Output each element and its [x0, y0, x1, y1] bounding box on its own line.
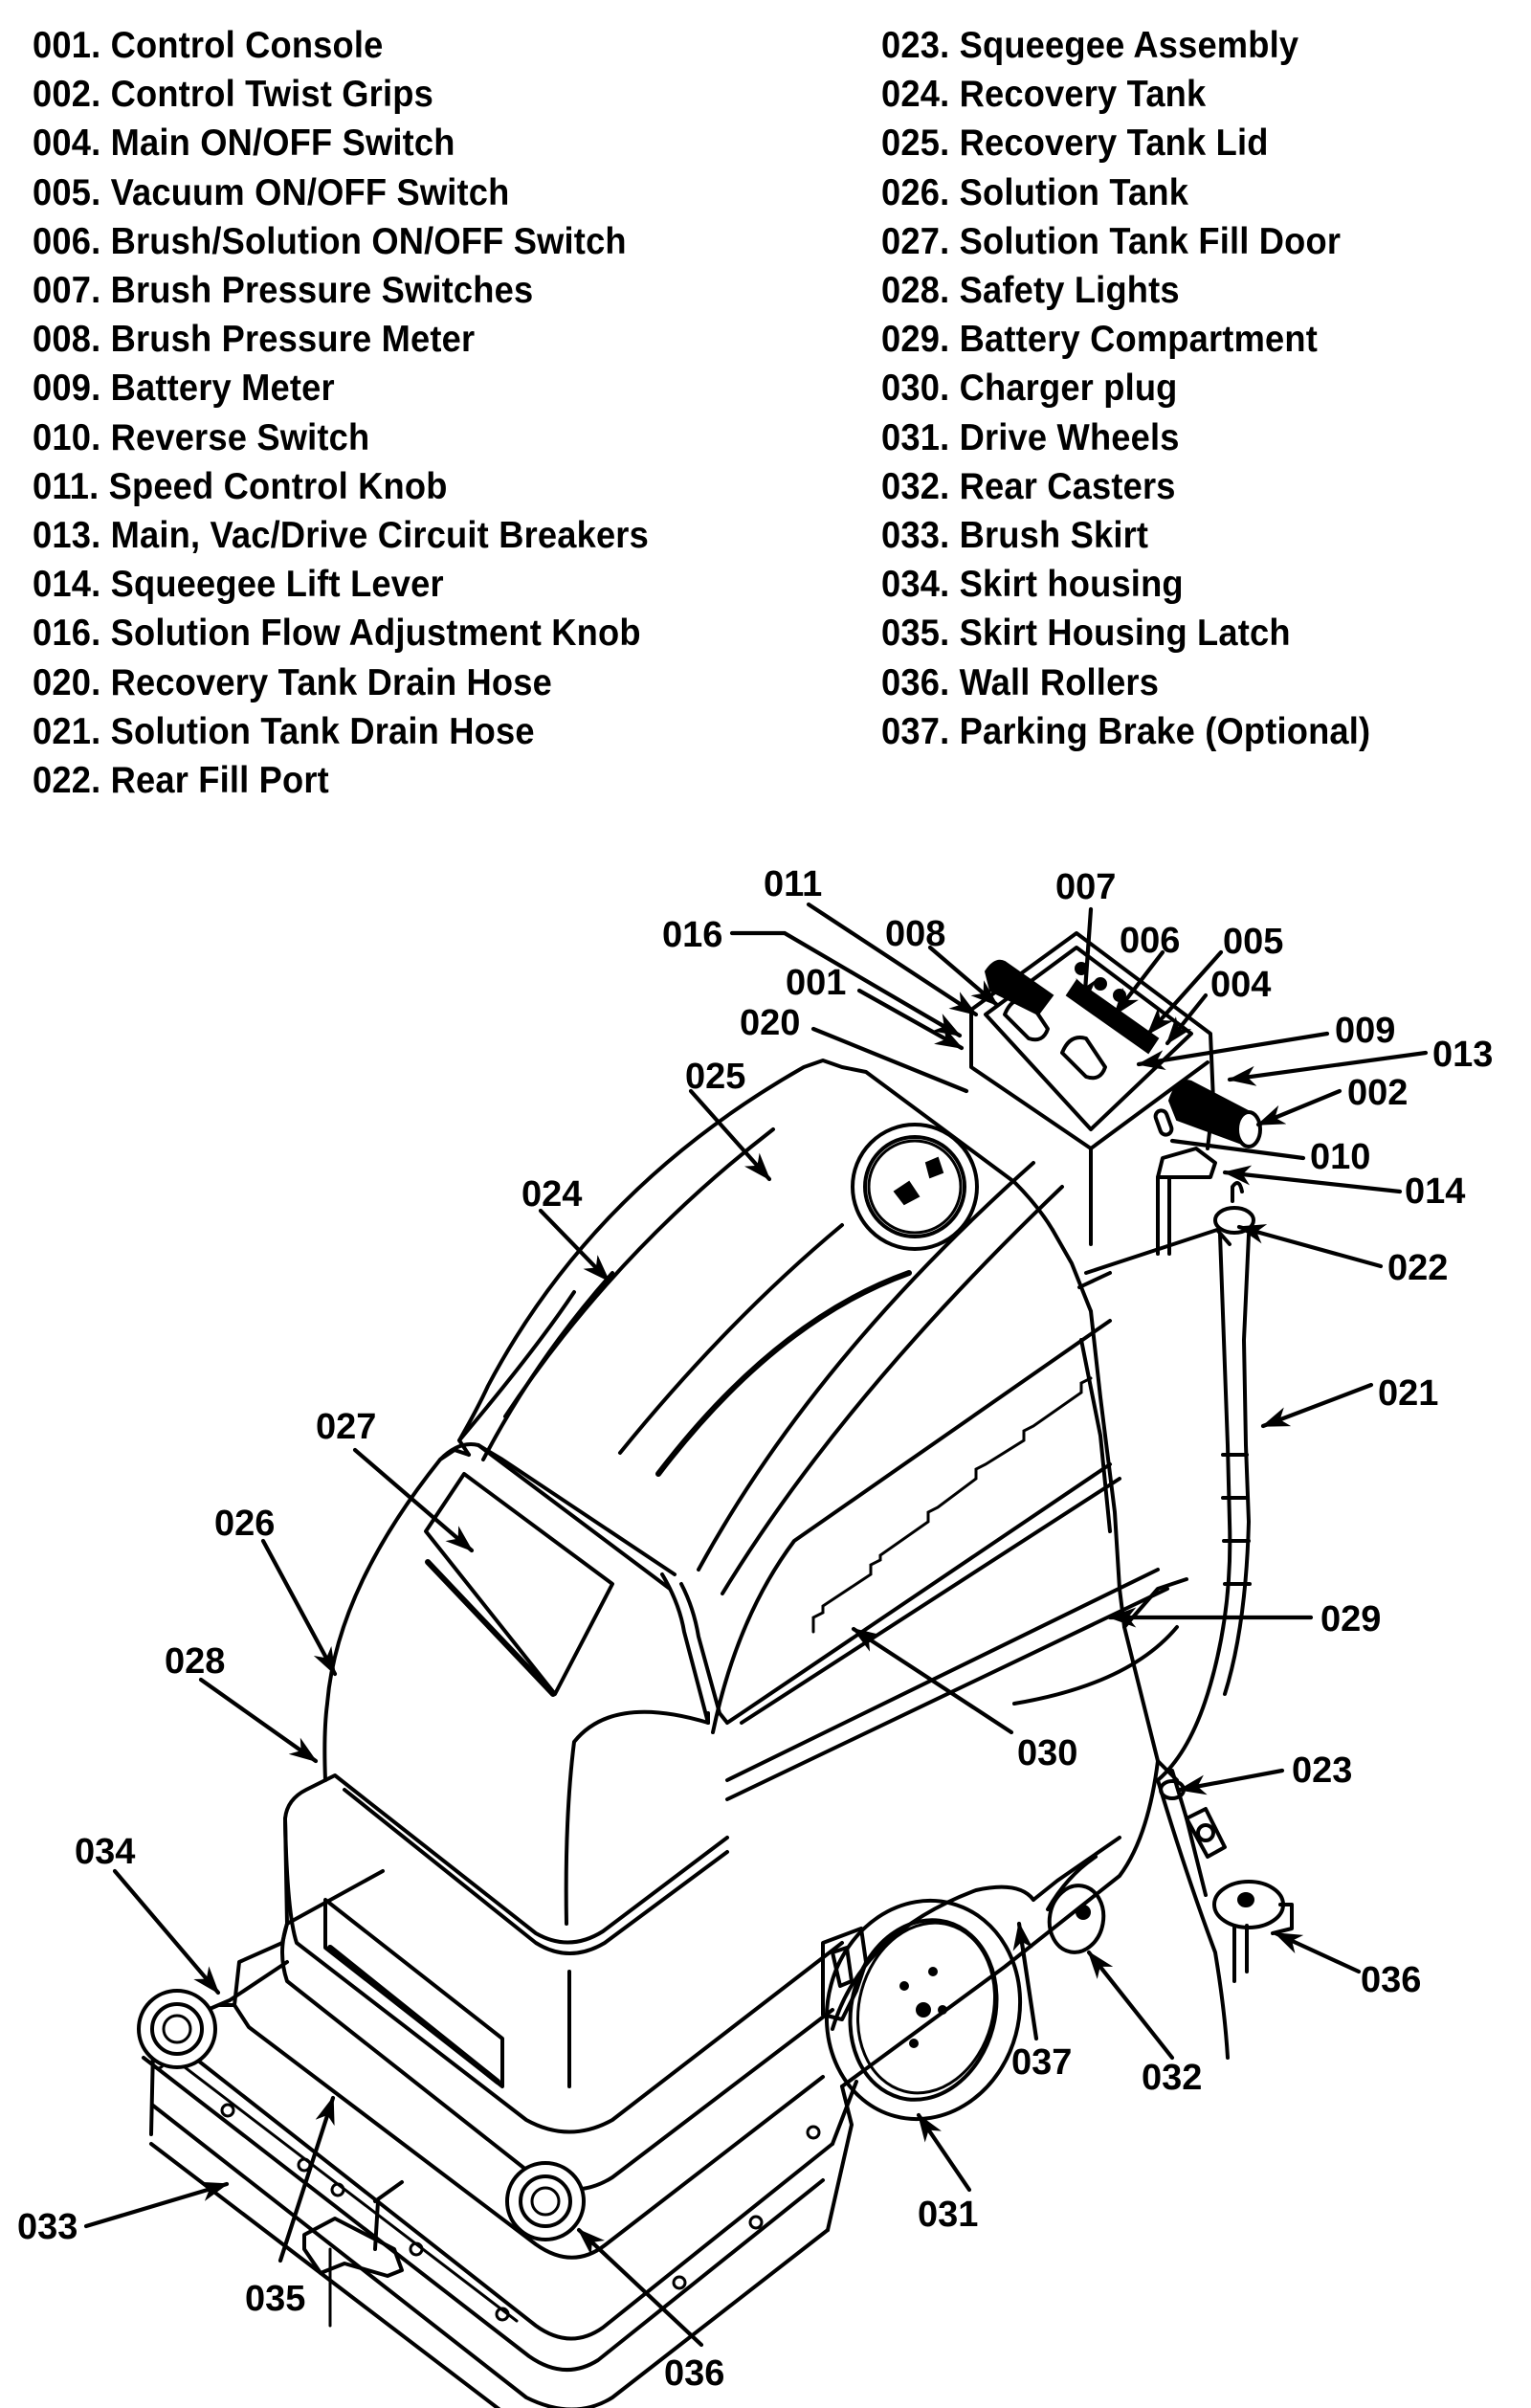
drive-wheel-drawing [821, 1836, 1121, 2122]
legend-item-002: 002. Control Twist Grips [33, 74, 433, 116]
callout-005: 005 [1223, 922, 1283, 962]
legend-item-007: 007. Brush Pressure Switches [33, 270, 534, 312]
legend-item-009: 009. Battery Meter [33, 368, 335, 410]
legend-item-036: 036. Wall Rollers [881, 661, 1160, 703]
callout-013: 013 [1432, 1035, 1493, 1075]
legend-item-024: 024. Recovery Tank [881, 74, 1207, 116]
callout-014: 014 [1405, 1171, 1465, 1212]
legend-item-014: 014. Squeegee Lift Lever [33, 564, 444, 606]
callout-036-right: 036 [1361, 1960, 1421, 2000]
callout-030: 030 [1017, 1733, 1077, 1773]
legend-item-020: 020. Recovery Tank Drain Hose [33, 661, 552, 703]
callout-009: 009 [1335, 1011, 1395, 1051]
legend-item-033: 033. Brush Skirt [881, 515, 1149, 557]
legend-item-010: 010. Reverse Switch [33, 416, 370, 458]
callout-007: 007 [1055, 867, 1116, 907]
callout-036-bottom: 036 [664, 2353, 724, 2394]
legend-item-030: 030. Charger plug [881, 368, 1178, 410]
battery-compartment-drawing [706, 1228, 1188, 2088]
callout-001: 001 [786, 963, 846, 1003]
solution-tank-drawing [322, 1290, 729, 1926]
callout-027: 027 [316, 1407, 376, 1447]
legend-item-021: 021. Solution Tank Drain Hose [33, 710, 535, 752]
callout-002: 002 [1347, 1073, 1408, 1113]
legend-item-022: 022. Rear Fill Port [33, 760, 329, 802]
callout-024: 024 [521, 1174, 582, 1215]
legend-item-006: 006. Brush/Solution ON/OFF Switch [33, 220, 627, 262]
callout-033: 033 [17, 2207, 78, 2247]
callout-020: 020 [740, 1003, 800, 1043]
callout-023: 023 [1292, 1750, 1352, 1791]
callout-011: 011 [764, 864, 822, 904]
legend-column-right: 023. Squeegee Assembly 024. Recovery Tan… [881, 21, 1408, 756]
legend-item-032: 032. Rear Casters [881, 465, 1176, 507]
callout-037: 037 [1011, 2042, 1072, 2083]
callout-025: 025 [685, 1057, 745, 1097]
legend-item-037: 037. Parking Brake (Optional) [881, 710, 1371, 752]
recovery-tank-drawing [457, 1059, 1064, 1595]
legend-item-028: 028. Safety Lights [881, 270, 1180, 312]
legend-item-035: 035. Skirt Housing Latch [881, 613, 1291, 655]
legend-item-027: 027. Solution Tank Fill Door [881, 220, 1342, 262]
callout-035: 035 [245, 2279, 305, 2319]
parts-legend: 001. Control Console 002. Control Twist … [0, 21, 1531, 815]
legend-item-023: 023. Squeegee Assembly [881, 25, 1299, 66]
legend-item-029: 029. Battery Compartment [881, 319, 1318, 361]
legend-column-left: 001. Control Console 002. Control Twist … [33, 21, 695, 805]
skirt-housing-drawing [137, 1869, 834, 2278]
callout-008: 008 [885, 914, 945, 954]
legend-item-004: 004. Main ON/OFF Switch [33, 123, 455, 165]
legend-item-008: 008. Brush Pressure Meter [33, 319, 476, 361]
callout-022: 022 [1387, 1248, 1448, 1288]
legend-item-016: 016. Solution Flow Adjustment Knob [33, 613, 641, 655]
legend-item-025: 025. Recovery Tank Lid [881, 123, 1269, 165]
callout-004: 004 [1210, 965, 1271, 1005]
callout-028: 028 [165, 1641, 225, 1682]
callout-016: 016 [662, 915, 722, 955]
solution-tank-body-drawing [283, 1773, 844, 2134]
legend-item-031: 031. Drive Wheels [881, 416, 1180, 458]
callout-021: 021 [1378, 1373, 1438, 1414]
legend-item-011: 011. Speed Control Knob [33, 465, 448, 507]
legend-item-034: 034. Skirt housing [881, 564, 1184, 606]
callout-010: 010 [1310, 1137, 1370, 1177]
hose-squeegee-drawing [1156, 1233, 1294, 2060]
legend-item-001: 001. Control Console [33, 25, 384, 66]
callout-029: 029 [1320, 1599, 1381, 1639]
legend-item-005: 005. Vacuum ON/OFF Switch [33, 171, 510, 213]
callout-032: 032 [1142, 2058, 1202, 2098]
callout-006: 006 [1120, 921, 1180, 961]
callout-labels: 011 007 016 008 006 005 001 004 020 009 … [17, 864, 1493, 2394]
callout-leaders [83, 902, 1429, 2348]
callout-026: 026 [214, 1504, 275, 1544]
callout-031: 031 [918, 2195, 978, 2235]
legend-item-013: 013. Main, Vac/Drive Circuit Breakers [33, 515, 649, 557]
legend-item-026: 026. Solution Tank [881, 171, 1189, 213]
callout-034: 034 [75, 1832, 135, 1872]
